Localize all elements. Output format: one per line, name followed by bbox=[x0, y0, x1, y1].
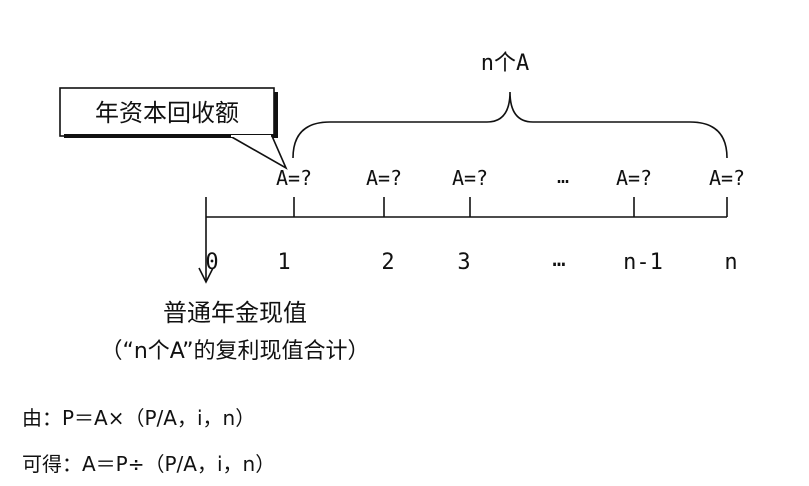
formula-line-2: 可得：A＝P÷（P/A，i，n） bbox=[22, 452, 275, 476]
callout-pointer bbox=[226, 135, 288, 170]
callout-box bbox=[59, 87, 275, 137]
brace-label: n个A bbox=[481, 51, 530, 76]
payment-label-n-1: A=? bbox=[616, 166, 652, 190]
period-label-2: 2 bbox=[381, 250, 394, 275]
payment-label-n: A=? bbox=[709, 166, 745, 190]
payment-label-3: A=? bbox=[452, 166, 488, 190]
payment-label-ellipsis: … bbox=[557, 164, 569, 188]
payment-label-2: A=? bbox=[366, 166, 402, 190]
payment-label-1: A=? bbox=[276, 166, 312, 190]
period-label-n: n bbox=[724, 250, 737, 275]
callout-label: 年资本回收额 bbox=[95, 99, 239, 127]
present-value-title: 普通年金现值 bbox=[163, 299, 307, 327]
period-label-3: 3 bbox=[457, 250, 470, 275]
present-value-arrow-head bbox=[198, 267, 214, 284]
period-label-n-1: n-1 bbox=[623, 250, 663, 275]
formula-line-1: 由：P＝A×（P/A，i，n） bbox=[22, 406, 255, 430]
period-label-0: 0 bbox=[205, 250, 218, 275]
present-value-note: （“n个A”的复利现值合计） bbox=[100, 339, 369, 364]
period-label-ellipsis: … bbox=[552, 247, 565, 272]
payments-brace bbox=[292, 91, 728, 159]
period-label-1: 1 bbox=[277, 250, 290, 275]
